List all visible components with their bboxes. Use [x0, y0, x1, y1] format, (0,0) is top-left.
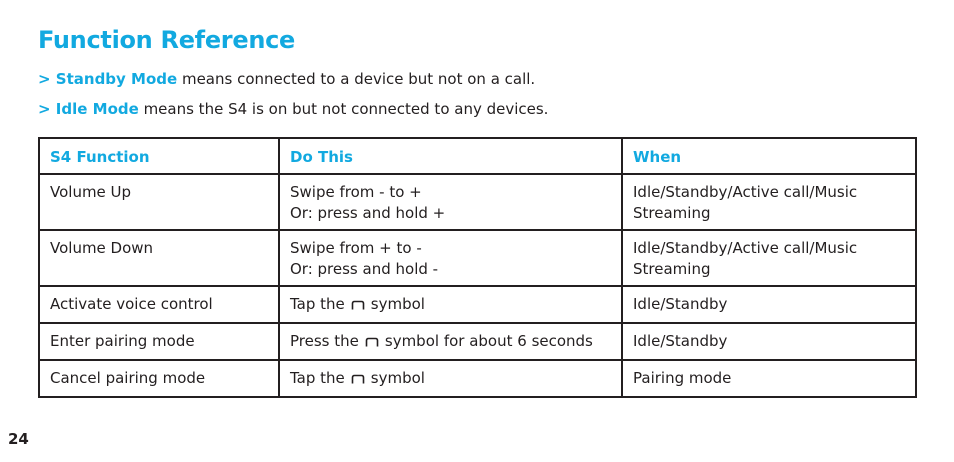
- cell-function: Enter pairing mode: [38, 322, 280, 361]
- cell-when: Idle/Standby: [621, 322, 917, 361]
- do-text-before: Tap the: [290, 295, 345, 313]
- cell-function: Volume Down: [38, 229, 280, 287]
- cell-function: Activate voice control: [38, 285, 280, 324]
- do-line: Swipe from + to -: [290, 239, 422, 257]
- do-text-after: symbol: [370, 295, 425, 313]
- definition-text: means connected to a device but not on a…: [177, 70, 536, 88]
- definition-term: Idle Mode: [55, 100, 139, 118]
- table-header-row: S4 Function Do This When: [38, 137, 917, 175]
- page-title: Function Reference: [38, 26, 296, 54]
- multifunction-button-icon: [365, 337, 379, 347]
- definition-prefix: >: [38, 70, 56, 88]
- do-text-before: Tap the: [290, 369, 345, 387]
- cell-when: Idle/Standby/Active call/Music Streaming: [621, 173, 917, 231]
- definition-text: means the S4 is on but not connected to …: [138, 100, 549, 118]
- function-reference-table: S4 Function Do This When Volume Up Swipe…: [38, 137, 917, 398]
- cell-when: Idle/Standby: [621, 285, 917, 324]
- do-line: Or: press and hold +: [290, 204, 446, 222]
- table-row: Volume Up Swipe from - to + Or: press and…: [38, 173, 917, 231]
- definition-prefix: >: [38, 100, 56, 118]
- cell-do-this: Press the symbol for about 6 seconds: [278, 322, 623, 361]
- multifunction-button-icon: [351, 374, 365, 384]
- header-when: When: [621, 137, 917, 175]
- table-row: Enter pairing mode Press the symbol for a…: [38, 322, 917, 361]
- definition-idle-mode: > Idle Mode means the S4 is on but not c…: [38, 100, 548, 118]
- page-number: 24: [8, 430, 29, 448]
- cell-do-this: Tap the symbol: [278, 285, 623, 324]
- cell-function: Volume Up: [38, 173, 280, 231]
- definition-term: Standby Mode: [55, 70, 178, 88]
- table-row: Cancel pairing mode Tap the symbol Pairin…: [38, 359, 917, 398]
- cell-do-this: Swipe from + to - Or: press and hold -: [278, 229, 623, 287]
- do-line: Or: press and hold -: [290, 260, 439, 278]
- do-text-after: symbol for about 6 seconds: [384, 332, 593, 350]
- table-row: Volume Down Swipe from + to - Or: press a…: [38, 229, 917, 287]
- header-do-this: Do This: [278, 137, 623, 175]
- cell-do-this: Tap the symbol: [278, 359, 623, 398]
- cell-function: Cancel pairing mode: [38, 359, 280, 398]
- header-s4-function: S4 Function: [38, 137, 280, 175]
- do-text-after: symbol: [370, 369, 425, 387]
- table-row: Activate voice control Tap the symbol Idl…: [38, 285, 917, 324]
- definition-standby-mode: > Standby Mode means connected to a devi…: [38, 70, 535, 88]
- cell-do-this: Swipe from - to + Or: press and hold +: [278, 173, 623, 231]
- cell-when: Pairing mode: [621, 359, 917, 398]
- cell-when: Idle/Standby/Active call/Music Streaming: [621, 229, 917, 287]
- multifunction-button-icon: [351, 300, 365, 310]
- do-text-before: Press the: [290, 332, 359, 350]
- do-line: Swipe from - to +: [290, 183, 422, 201]
